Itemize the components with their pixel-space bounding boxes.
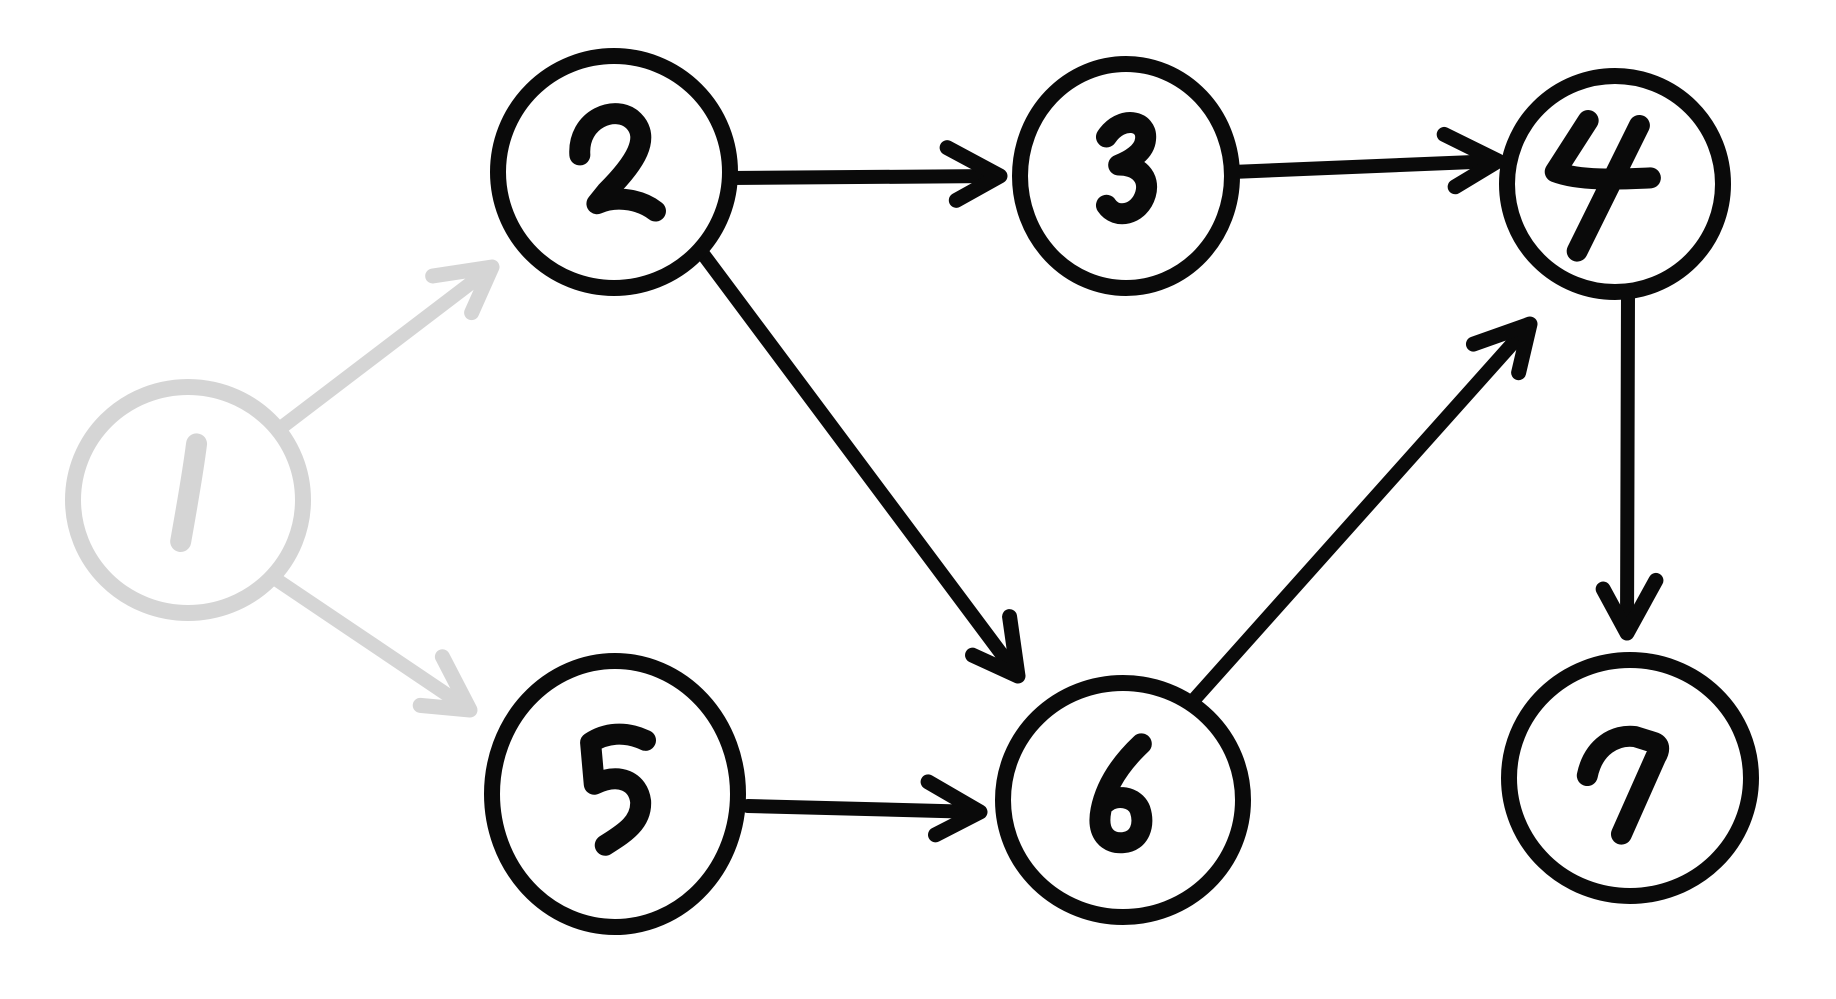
- node-5-circle: [484, 653, 746, 935]
- node-3-label: [1106, 123, 1146, 214]
- arrowhead-1-5: [412, 649, 478, 718]
- arrowhead-4-7: [1595, 572, 1664, 641]
- edge-5-6: [741, 799, 982, 819]
- node-5-label: [591, 734, 646, 845]
- node-7-circle: [1501, 652, 1759, 904]
- arrowhead-1-2: [425, 259, 500, 321]
- arrowhead-6-4: [1465, 316, 1538, 381]
- edge-4-7: [1620, 285, 1635, 634]
- edge-6-4: [1185, 321, 1533, 709]
- edge-1-2: [271, 263, 495, 437]
- arrowhead-2-6: [965, 609, 1026, 684]
- node-7-label: [1587, 736, 1658, 834]
- node-4-label: [1555, 121, 1650, 252]
- node-1-label: [181, 444, 197, 542]
- edge-2-3: [722, 169, 1001, 185]
- edge-2-6: [693, 243, 1022, 679]
- edge-3-4: [1225, 154, 1500, 179]
- arrowhead-5-6: [920, 774, 988, 843]
- edge-1-5: [267, 571, 473, 714]
- node-6-label: [1100, 744, 1142, 843]
- node-2-label: [580, 114, 656, 211]
- arrowhead-2-3: [939, 140, 1008, 208]
- arrowhead-3-4: [1436, 126, 1506, 195]
